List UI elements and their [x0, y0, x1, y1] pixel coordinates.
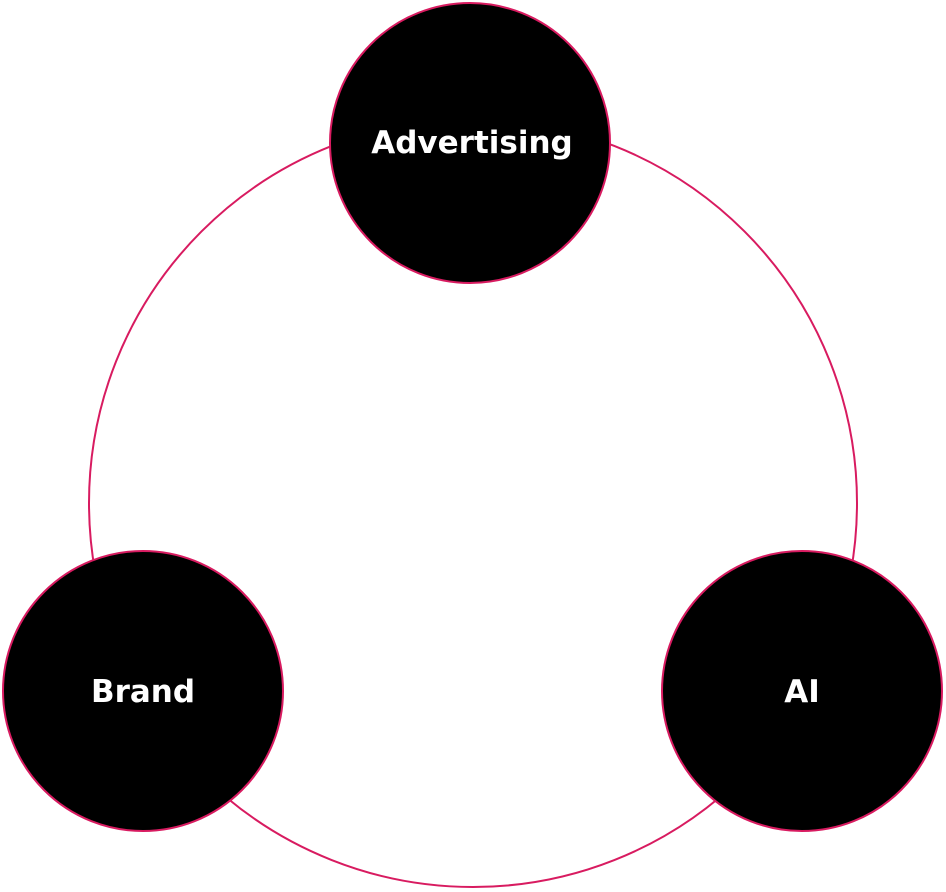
node-ai-circle [661, 550, 943, 832]
node-brand: Brand [2, 550, 284, 832]
node-ai: AI [661, 550, 943, 832]
node-advertising-circle [329, 2, 611, 284]
node-advertising: Advertising [329, 2, 611, 284]
node-advertising-label: Advertising [371, 125, 573, 161]
node-ai-label: AI [784, 674, 820, 710]
node-brand-label: Brand [91, 674, 195, 710]
node-brand-circle [2, 550, 284, 832]
